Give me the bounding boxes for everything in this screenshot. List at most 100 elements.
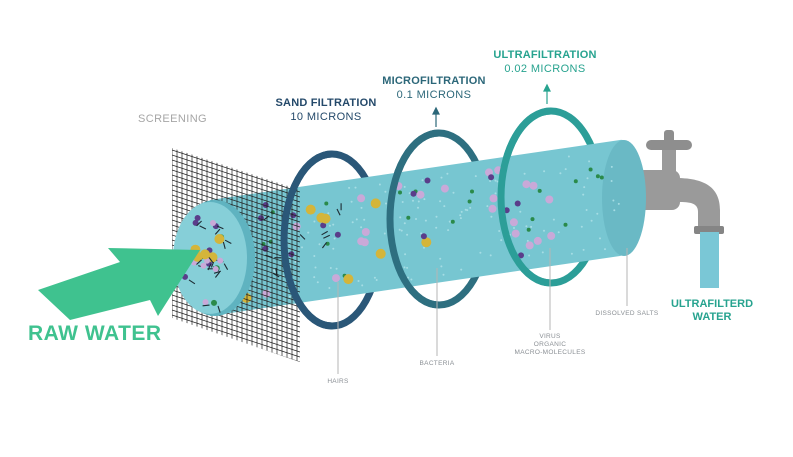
particle xyxy=(410,279,412,281)
microfiltration-size: 0.1 MICRONS xyxy=(397,89,472,102)
particle xyxy=(489,180,491,182)
particle xyxy=(313,221,315,223)
mesh-line xyxy=(172,355,300,397)
particle xyxy=(441,177,443,179)
mesh-line xyxy=(172,105,300,147)
particle xyxy=(543,170,545,172)
hairs-label: HAIRS xyxy=(327,378,348,385)
particle xyxy=(401,230,403,232)
particle xyxy=(530,182,538,190)
particle xyxy=(385,203,387,205)
particle xyxy=(404,186,406,188)
particle xyxy=(611,180,613,182)
particle xyxy=(498,230,500,232)
particle xyxy=(404,222,406,224)
particle xyxy=(528,255,530,257)
particle xyxy=(527,228,531,232)
particle xyxy=(564,223,568,227)
mesh-line xyxy=(172,350,300,392)
particle xyxy=(217,258,223,264)
particle xyxy=(376,279,378,281)
mesh-line xyxy=(172,395,300,437)
particle xyxy=(406,216,410,220)
particle xyxy=(423,198,425,200)
particle xyxy=(547,232,555,240)
particle xyxy=(451,220,455,224)
particle xyxy=(439,200,441,202)
particle xyxy=(443,274,445,276)
particle xyxy=(273,269,275,271)
particle xyxy=(399,229,401,231)
particle xyxy=(460,217,462,219)
particle xyxy=(379,184,381,186)
mesh-line xyxy=(172,335,300,377)
particle xyxy=(599,237,601,239)
particle xyxy=(313,255,315,257)
particle xyxy=(358,280,360,282)
mesh-line xyxy=(172,130,300,172)
hair-particle xyxy=(203,305,210,306)
particle xyxy=(306,205,316,215)
particle xyxy=(313,276,315,278)
particle xyxy=(319,243,321,245)
particle xyxy=(423,247,425,249)
particle xyxy=(475,175,477,177)
particle xyxy=(443,205,445,207)
particle xyxy=(371,198,381,208)
particle xyxy=(404,266,406,268)
particle xyxy=(441,185,449,193)
particle xyxy=(531,217,535,221)
particle xyxy=(317,281,319,283)
particle xyxy=(343,274,353,284)
particle xyxy=(361,207,363,209)
filter-tube xyxy=(210,140,646,316)
particle xyxy=(362,228,370,236)
particle xyxy=(581,226,583,228)
particle xyxy=(412,200,414,202)
particle xyxy=(255,213,257,215)
virus-label-line2: ORGANIC xyxy=(534,341,566,348)
mesh-line xyxy=(172,390,300,432)
particle xyxy=(332,274,340,282)
particle xyxy=(200,249,210,259)
microfiltration-title: MICROFILTRATION xyxy=(382,75,485,88)
particle xyxy=(519,211,521,213)
particle xyxy=(357,194,365,202)
virus-label-line3: MACRO-MOLECULES xyxy=(515,349,586,356)
particle xyxy=(588,160,590,162)
particle xyxy=(587,177,589,179)
particle xyxy=(596,213,598,215)
particle xyxy=(490,216,492,218)
particle xyxy=(604,248,606,250)
screening-label: SCREENING xyxy=(138,113,207,126)
raw-water-label: RAW WATER xyxy=(28,322,162,346)
particle xyxy=(406,267,408,269)
particle xyxy=(417,207,419,209)
particle xyxy=(435,227,437,229)
particle xyxy=(553,219,555,221)
particle xyxy=(465,209,467,211)
particle xyxy=(294,261,296,263)
particle xyxy=(211,300,217,306)
particle xyxy=(449,221,451,223)
particle xyxy=(565,168,567,170)
particle xyxy=(425,220,427,222)
particle xyxy=(513,227,515,229)
particle xyxy=(515,201,521,207)
virus-label-line1: VIRUS xyxy=(539,333,560,340)
particle xyxy=(203,299,209,305)
particle xyxy=(583,186,585,188)
particle xyxy=(384,233,386,235)
ultrafiltered-water-stream xyxy=(700,232,719,288)
particle xyxy=(596,174,600,178)
mesh-line xyxy=(172,385,300,427)
particle xyxy=(446,173,448,175)
mesh-line xyxy=(172,340,300,382)
mesh-line xyxy=(172,120,300,162)
particle xyxy=(436,216,438,218)
particle xyxy=(384,191,386,193)
raw-water-arrow-icon xyxy=(38,248,200,320)
particle xyxy=(500,239,502,241)
